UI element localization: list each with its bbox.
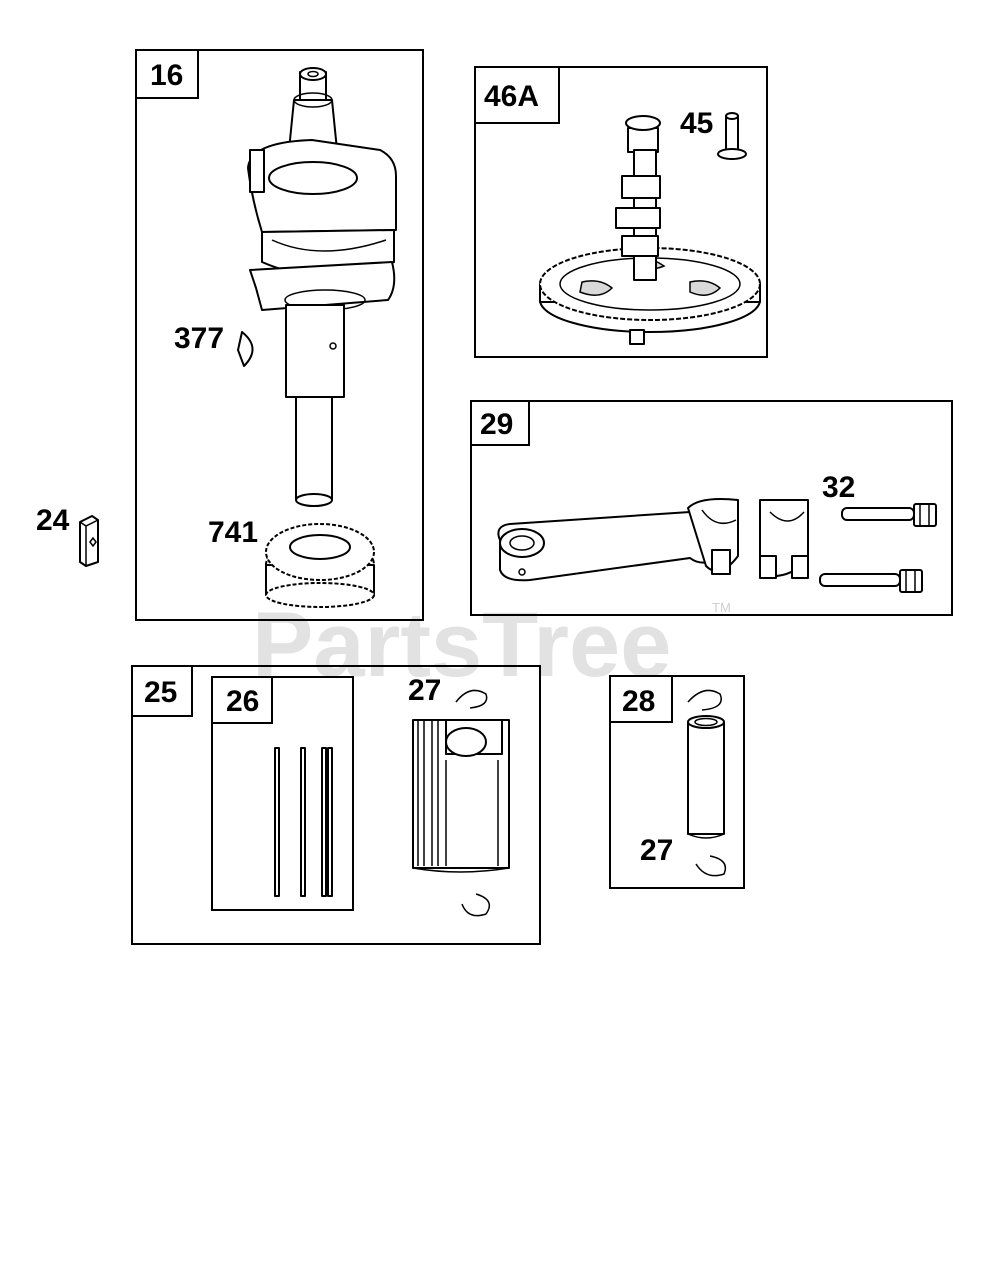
piston-pin-clip-top-part[interactable] — [687, 689, 722, 711]
rod-bolt-callout: 32 — [822, 471, 855, 504]
key-flywheel-callout: 24 — [36, 504, 70, 537]
crankshaft-group[interactable]: 16 377 — [135, 49, 424, 621]
connecting-rod-group-frame — [470, 400, 953, 616]
retainer-pin-callout: 27 — [640, 834, 673, 867]
watermark-trademark: TM — [712, 600, 731, 615]
piston-ring-set-group-frame — [211, 676, 354, 911]
crankshaft-group-frame — [135, 49, 424, 621]
piston-assembly-group-frame — [131, 665, 541, 945]
piston-assembly-label: 25 — [144, 676, 177, 709]
camshaft-group[interactable]: 46A 45 — [474, 66, 768, 358]
camshaft-part[interactable] — [539, 115, 761, 345]
camshaft-label-box — [474, 66, 560, 124]
retainer-clip-top-part[interactable] — [455, 689, 488, 709]
piston-ring-set-label-box — [211, 676, 273, 724]
key-woodruff-part[interactable] — [237, 331, 254, 367]
piston-ring-set-group[interactable]: 26 — [211, 676, 354, 911]
retainer-piston-callout: 27 — [408, 674, 441, 707]
crankshaft-label-box — [135, 49, 199, 99]
piston-assembly-group[interactable]: 25 26 27 — [131, 665, 541, 945]
watermark-text: PartsTree — [252, 594, 671, 696]
piston-assembly-label-box — [131, 665, 193, 717]
piston-ring-set-label: 26 — [226, 685, 259, 718]
piston-pin-label-box — [609, 675, 673, 723]
connecting-rod-part[interactable] — [497, 498, 739, 582]
key-woodruff-callout: 377 — [174, 322, 224, 355]
crankshaft-label: 16 — [150, 59, 183, 92]
valve-tappet-callout: 45 — [680, 107, 713, 140]
camshaft-label: 46A — [484, 80, 539, 113]
connecting-rod-label-box — [470, 400, 530, 446]
camshaft-group-frame — [474, 66, 768, 358]
piston-pin-group-frame — [609, 675, 745, 889]
rod-bolt-part[interactable] — [819, 503, 937, 593]
watermark: PartsTree TM — [252, 594, 731, 696]
connecting-rod-label: 29 — [480, 408, 513, 441]
piston-pin-part[interactable] — [687, 715, 725, 839]
connecting-rod-group[interactable]: 29 32 — [470, 400, 953, 616]
piston-pin-label: 28 — [622, 685, 655, 718]
retainer-clip-bottom-part[interactable] — [461, 893, 491, 917]
valve-tappet-part[interactable] — [717, 112, 747, 160]
piston-part[interactable] — [412, 719, 510, 873]
crankshaft-part[interactable] — [247, 67, 397, 507]
piston-pin-clip-bottom-part[interactable] — [695, 855, 727, 877]
timing-gear-callout: 741 — [208, 516, 258, 549]
timing-gear-part[interactable] — [265, 523, 375, 608]
key-flywheel-part[interactable] — [79, 515, 99, 567]
rod-cap-part[interactable] — [759, 499, 809, 579]
piston-pin-group[interactable]: 28 27 — [609, 675, 745, 889]
piston-rings-part[interactable] — [274, 747, 333, 897]
